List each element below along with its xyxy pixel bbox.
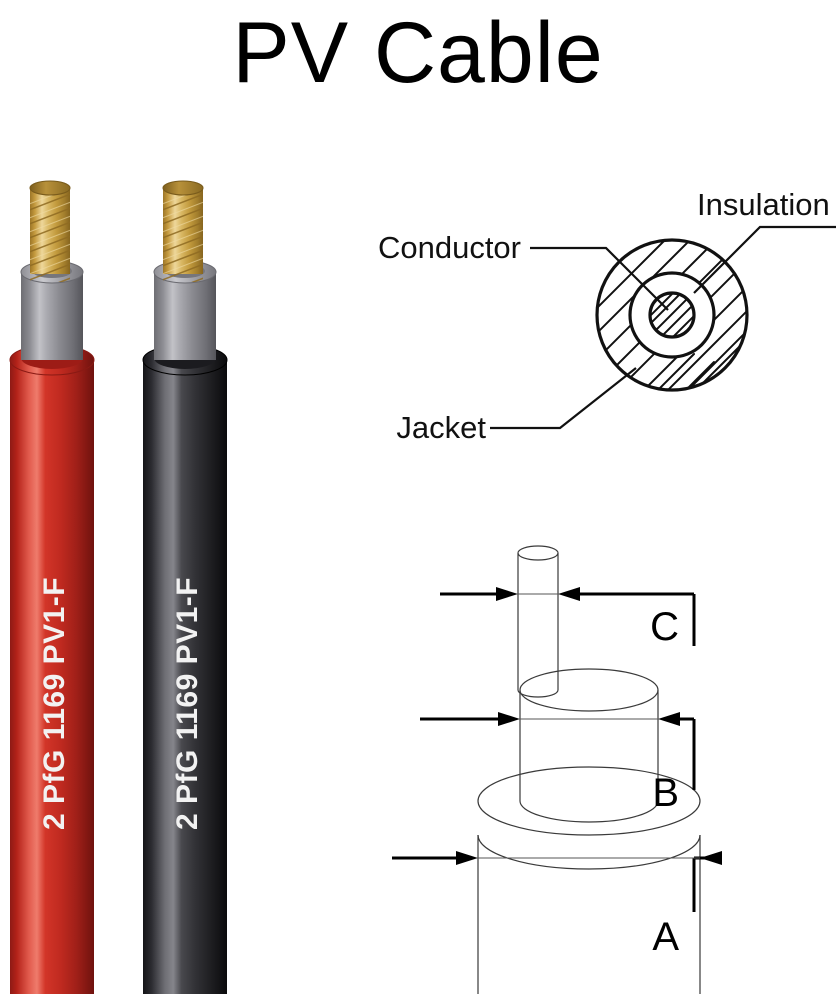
- dimension-c-left-arrowhead: [496, 587, 518, 601]
- red-cable-conductor-rim: [29, 180, 71, 196]
- dimension-b: B: [420, 712, 696, 815]
- dimension-c-right-arrowhead: [558, 587, 580, 601]
- red-cable-insulation: [21, 272, 83, 360]
- red-cable-jacket: [10, 360, 94, 994]
- conductor-cylinder-bottom-curve: [517, 689, 559, 698]
- black-cable-conductor-top: [163, 181, 203, 195]
- conductor-cylinder-sides: [517, 553, 559, 690]
- insulation-cylinder-sides: [519, 690, 659, 801]
- black-cable-marking: 2 PfG 1169 PV1-F: [171, 577, 204, 830]
- black-cable-jacket: [143, 360, 227, 994]
- conductor-circle: [648, 291, 696, 339]
- conductor-cylinder-top: [517, 545, 559, 561]
- jacket-cylinder-top: [477, 766, 701, 836]
- black-cable-insulation: [154, 272, 216, 360]
- jacket-cylinder-sides: [477, 835, 701, 994]
- red-pv-cable: 2 PfG 1169 PV1-F: [9, 180, 95, 994]
- insulation-circle: [628, 271, 716, 359]
- cable-cross-section: Conductor Insulation Jacket: [378, 187, 836, 445]
- jacket-label: Jacket: [396, 410, 486, 445]
- dimension-c: C: [440, 587, 696, 649]
- dimension-c-label: C: [650, 605, 679, 649]
- red-cable-conductor-top: [30, 181, 70, 195]
- black-cable-strands: [163, 187, 203, 282]
- conductor-leader-line: [530, 246, 669, 311]
- dimension-a-right-arrowhead: [700, 851, 722, 865]
- dimension-b-right-arrowhead: [658, 712, 680, 726]
- black-pv-cable: 2 PfG 1169 PV1-F: [142, 180, 228, 994]
- black-cable-conductor-rim: [162, 180, 204, 196]
- jacket-cylinder-bottom-curve: [477, 834, 701, 870]
- conductor-label: Conductor: [378, 230, 521, 265]
- page-title: PV Cable: [232, 5, 603, 101]
- cable-dimension-diagram: C B A: [392, 545, 722, 994]
- insulation-leader-line: [693, 225, 836, 294]
- insulation-cylinder-top: [519, 668, 659, 712]
- dimension-b-label: B: [652, 771, 679, 815]
- red-cable-strands: [30, 187, 70, 282]
- jacket-leader-line: [490, 367, 637, 430]
- jacket-outer-circle: [595, 238, 749, 392]
- dimension-a-label: A: [652, 915, 679, 959]
- dimension-a-left-arrowhead: [456, 851, 478, 865]
- insulation-label: Insulation: [697, 187, 830, 222]
- dimension-b-left-arrowhead: [498, 712, 520, 726]
- red-cable-marking: 2 PfG 1169 PV1-F: [38, 577, 71, 830]
- insulation-cylinder-bottom-curve: [519, 800, 659, 823]
